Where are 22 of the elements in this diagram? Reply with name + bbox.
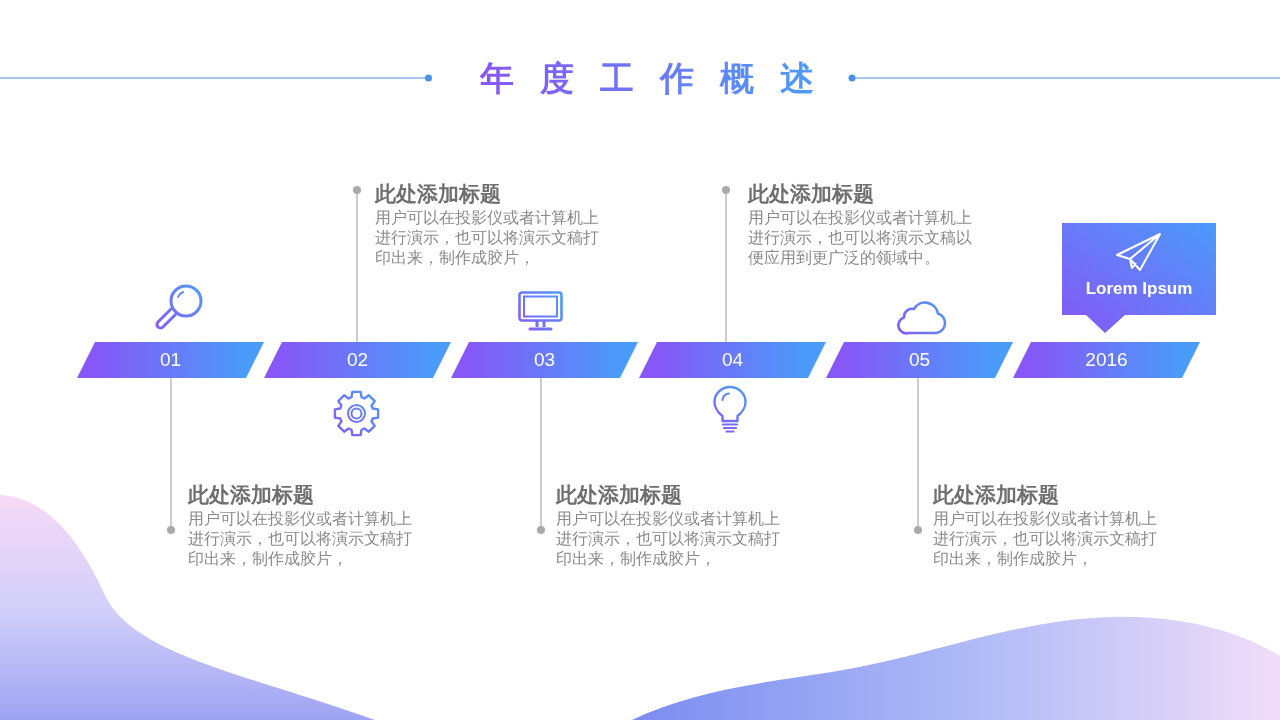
block-heading: 此处添加标题: [188, 482, 315, 508]
step-bar: 04: [639, 342, 826, 378]
block-text: 用户可以在投影仪或者计算机上进行演示，也可以将演示文稿打印出来，制作成胶片，: [556, 509, 781, 569]
leader-line: [722, 186, 730, 343]
block-heading: 此处添加标题: [933, 482, 1060, 508]
step-bar: 03: [451, 342, 638, 378]
leader-line: [537, 377, 545, 534]
block-text: 用户可以在投影仪或者计算机上进行演示，也可以将演示文稿以便应用到更广泛的领域中。: [748, 208, 973, 268]
step-bar: 2016: [1013, 342, 1200, 378]
callout-label: Lorem Ipsum: [1084, 278, 1194, 300]
leader-line: [167, 377, 175, 534]
step-bar: 01: [77, 342, 264, 378]
block-heading: 此处添加标题: [556, 482, 683, 508]
step-bar: 05: [826, 342, 1013, 378]
step-bar: 02: [264, 342, 451, 378]
leader-line: [353, 186, 361, 343]
block-text: 用户可以在投影仪或者计算机上进行演示，也可以将演示文稿打印出来，制作成胶片，: [375, 208, 600, 268]
block-heading: 此处添加标题: [748, 181, 875, 207]
block-heading: 此处添加标题: [375, 181, 502, 207]
block-text: 用户可以在投影仪或者计算机上进行演示，也可以将演示文稿打印出来，制作成胶片，: [933, 509, 1158, 569]
block-text: 用户可以在投影仪或者计算机上进行演示，也可以将演示文稿打印出来，制作成胶片，: [188, 509, 413, 569]
leader-line: [914, 377, 922, 534]
